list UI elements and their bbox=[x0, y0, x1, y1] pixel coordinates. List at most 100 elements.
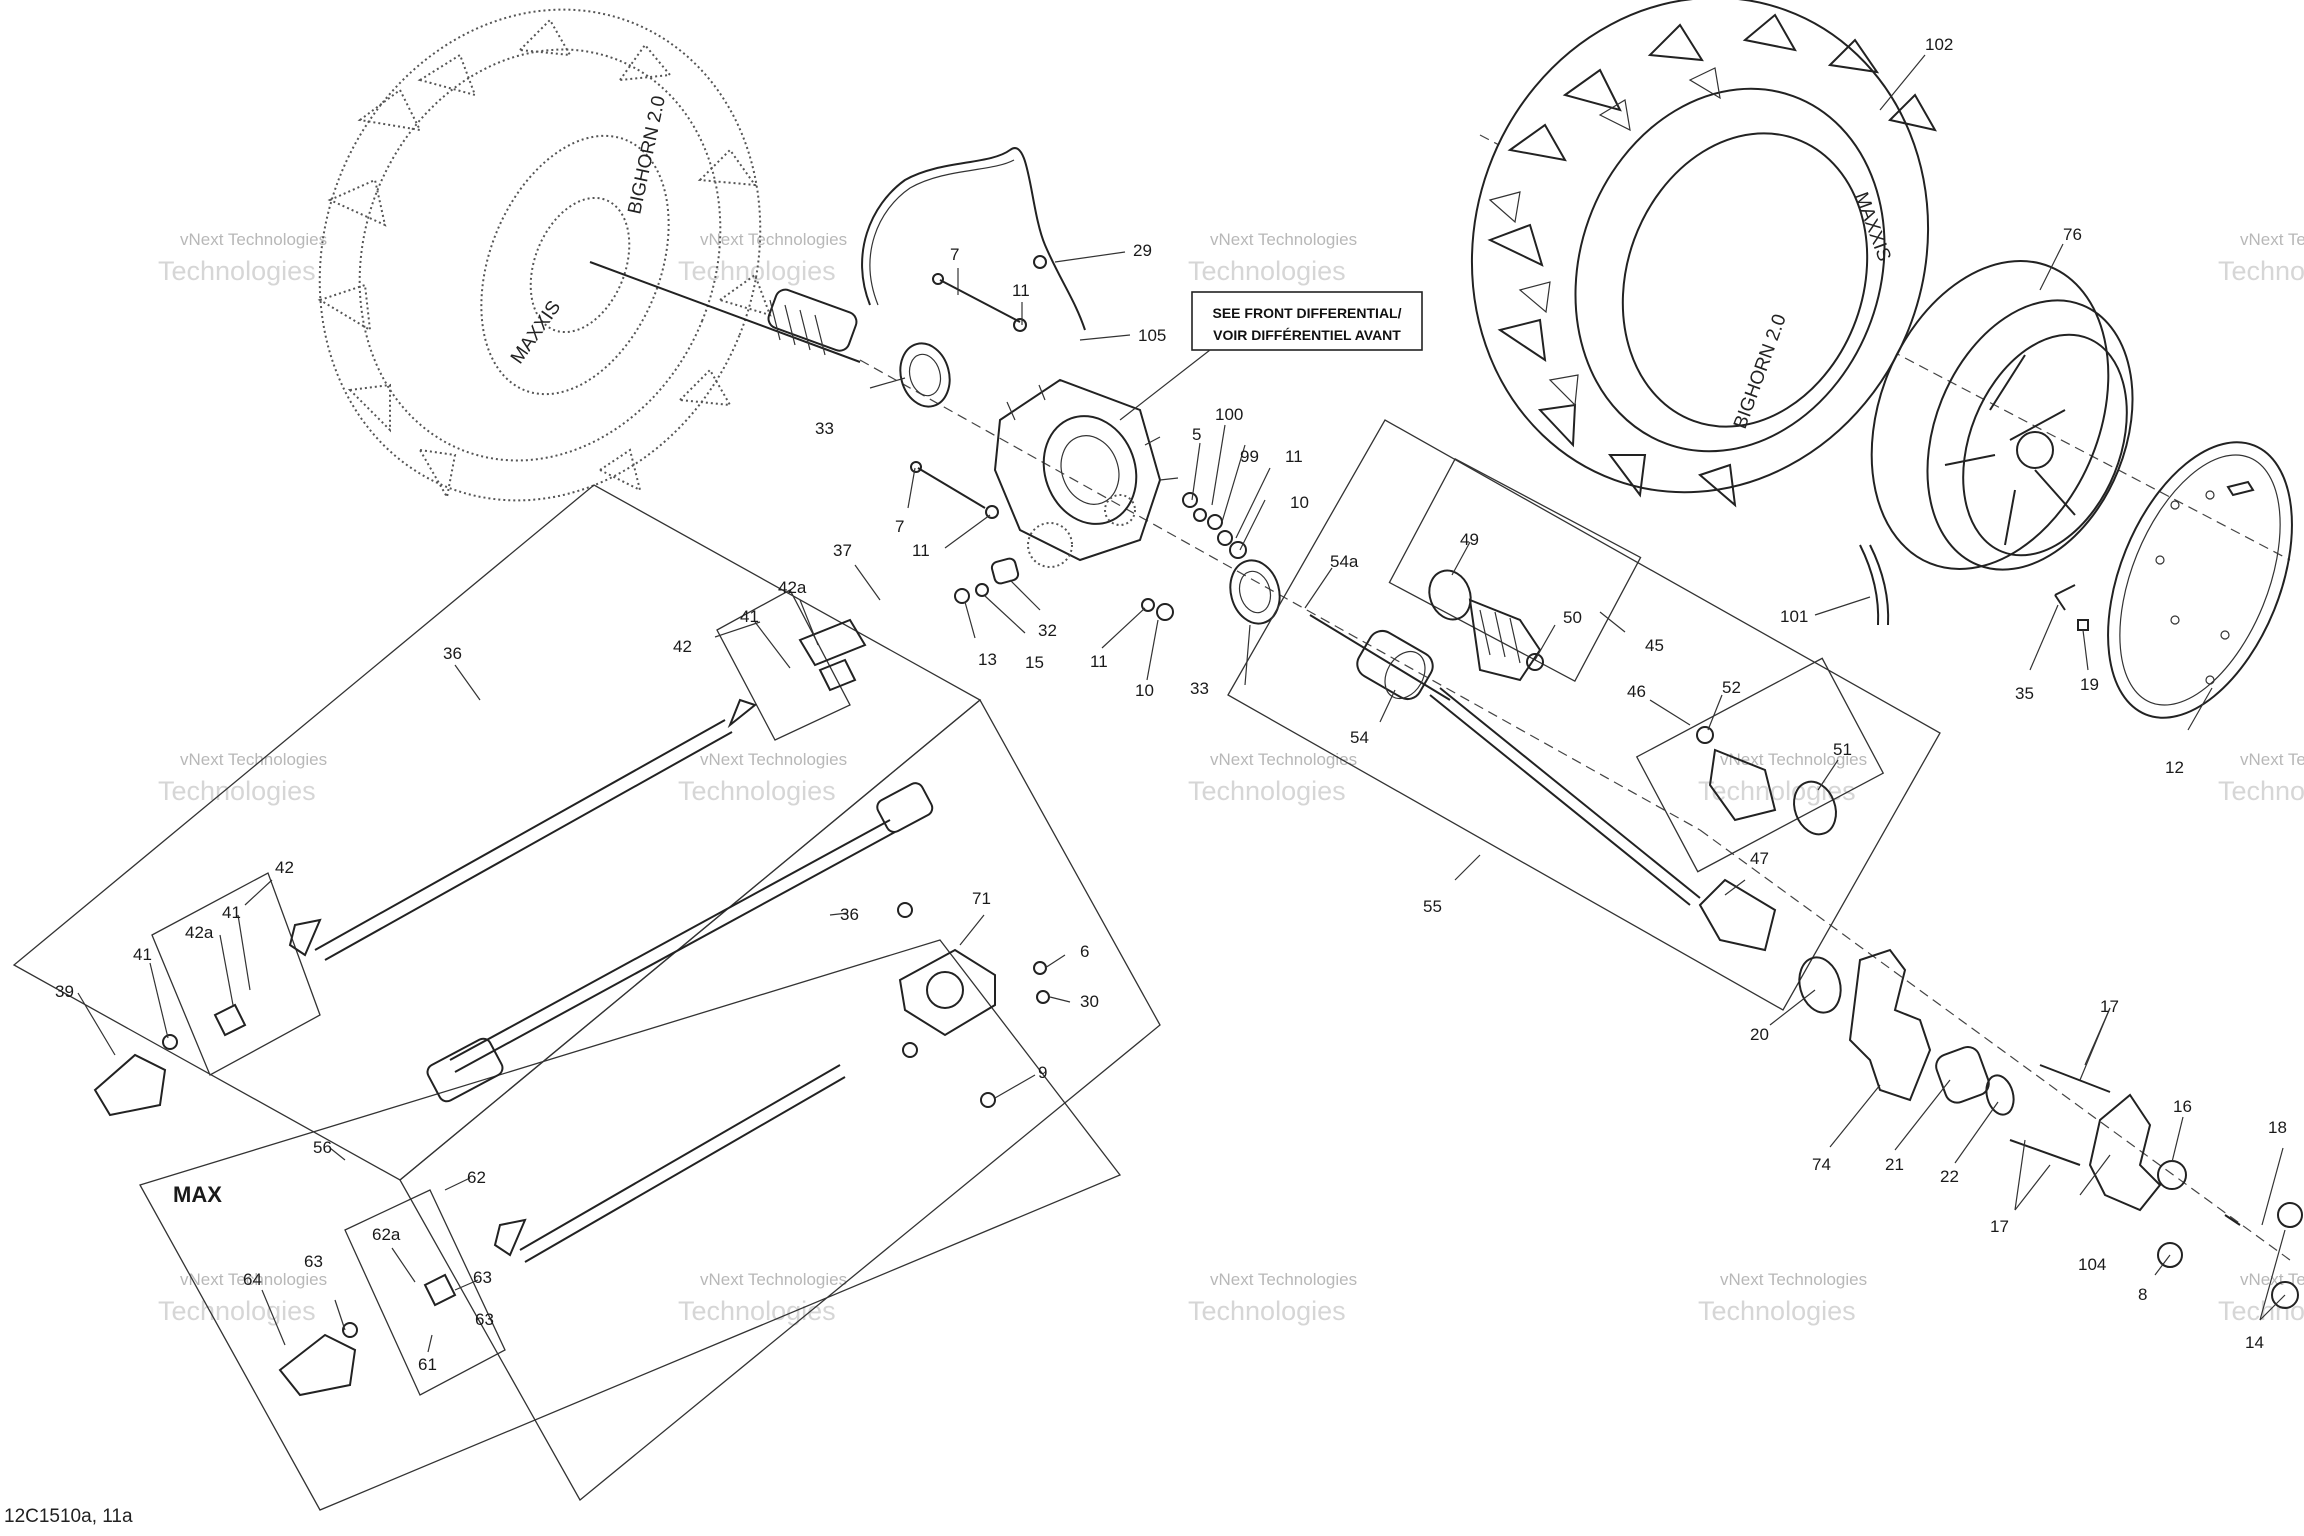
callout-label: 30 bbox=[1080, 992, 1099, 1011]
callout-label: 100 bbox=[1215, 405, 1243, 424]
watermark-group: vNext Technologies Technologies vNext Te… bbox=[158, 230, 2304, 1326]
callout-label: 54a bbox=[1330, 552, 1359, 571]
callout-label: 22 bbox=[1940, 1167, 1959, 1186]
callout-label: 17 bbox=[1990, 1217, 2009, 1236]
callout-label: 56 bbox=[313, 1138, 332, 1157]
callout-label: 42a bbox=[185, 923, 214, 942]
watermark-text: vNext Technologies bbox=[1720, 750, 1867, 769]
watermark-text: vNext Technologies bbox=[700, 1270, 847, 1289]
callout-label: 74 bbox=[1812, 1155, 1831, 1174]
right-tire: BIGHORN 2.0 MAXXIS bbox=[1470, 0, 1937, 508]
hub-axis-line bbox=[1699, 829, 2291, 1261]
watermark-text: Technologies bbox=[1188, 776, 1346, 806]
callout-label: 10 bbox=[1135, 681, 1154, 700]
max-label: MAX bbox=[173, 1182, 222, 1207]
tire-sidewall-text: MAXXIS bbox=[507, 297, 565, 368]
note-line-1: SEE FRONT DIFFERENTIAL/ bbox=[1213, 305, 1402, 321]
rear-differential bbox=[993, 378, 1179, 568]
callout-label: 16 bbox=[2173, 1097, 2192, 1116]
watermark-text: Technologies bbox=[2218, 1296, 2304, 1326]
callout-label: 19 bbox=[2080, 675, 2099, 694]
callout-label: 8 bbox=[2138, 1285, 2147, 1304]
callout-leaders bbox=[77, 54, 2286, 1353]
callout-label: 32 bbox=[1038, 621, 1057, 640]
callout-label: 36 bbox=[443, 644, 462, 663]
callout-label: 21 bbox=[1885, 1155, 1904, 1174]
watermark-text: vNext Technologies bbox=[1720, 1270, 1867, 1289]
callout-label: 99 bbox=[1240, 447, 1259, 466]
callout-label: 33 bbox=[1190, 679, 1209, 698]
callout-label: 20 bbox=[1750, 1025, 1769, 1044]
callout-label: 104 bbox=[2078, 1255, 2106, 1274]
callout-label: 41 bbox=[133, 945, 152, 964]
callout-label: 42 bbox=[673, 637, 692, 656]
callout-label: 63 bbox=[304, 1252, 323, 1271]
watermark-text: Technologies bbox=[1188, 256, 1346, 286]
watermark-text: Technologies bbox=[158, 256, 316, 286]
callout-label: 55 bbox=[1423, 897, 1442, 916]
callout-label: 29 bbox=[1133, 241, 1152, 260]
watermark-text: vNext Technologies bbox=[1210, 230, 1357, 249]
driveshaft-assembly-box bbox=[12, 484, 1161, 1511]
callout-label: 51 bbox=[1833, 740, 1852, 759]
watermark-text: vNext Technologies bbox=[2240, 1270, 2304, 1289]
oil-seal-left bbox=[899, 342, 951, 408]
callout-label: 63 bbox=[475, 1310, 494, 1329]
callout-label: 105 bbox=[1138, 326, 1166, 345]
callout-label: 11 bbox=[912, 541, 930, 560]
callout-label: 42a bbox=[778, 578, 807, 597]
note-line-2: VOIR DIFFÉRENTIEL AVANT bbox=[1213, 327, 1401, 343]
beadlock-ring bbox=[1859, 441, 2293, 719]
callout-label: 63 bbox=[473, 1268, 492, 1287]
watermark-text: Technologies bbox=[678, 1296, 836, 1326]
callout-label: 36 bbox=[840, 905, 859, 924]
callout-label: 45 bbox=[1645, 636, 1664, 655]
callout-label: 101 bbox=[1780, 607, 1808, 626]
callout-label: 49 bbox=[1460, 530, 1479, 549]
callout-label: 62a bbox=[372, 1225, 401, 1244]
callout-label: 15 bbox=[1025, 653, 1044, 672]
watermark-text: Technologies bbox=[1188, 1296, 1346, 1326]
long-bolts bbox=[910, 273, 1027, 519]
callout-label: 7 bbox=[895, 517, 904, 536]
callout-label: 71 bbox=[972, 889, 991, 908]
watermark-text: vNext Technologies bbox=[700, 750, 847, 769]
left-drive-shaft bbox=[589, 261, 861, 363]
tire-sidewall-text: BIGHORN 2.0 bbox=[624, 94, 670, 216]
callout-label: 39 bbox=[55, 982, 74, 1001]
callout-label: 35 bbox=[2015, 684, 2034, 703]
watermark-text: Technologies bbox=[2218, 256, 2304, 286]
callout-label: 18 bbox=[2268, 1118, 2287, 1137]
callout-label: 11 bbox=[1090, 652, 1108, 671]
callout-label: 7 bbox=[950, 245, 959, 264]
callout-label: 11 bbox=[1012, 281, 1030, 300]
callout-label: 17 bbox=[2100, 997, 2119, 1016]
watermark-text: vNext Technologies bbox=[1210, 750, 1357, 769]
watermark-text: vNext Technologies bbox=[700, 230, 847, 249]
watermark-text: vNext Technologies bbox=[1210, 1270, 1357, 1289]
callout-label: 46 bbox=[1627, 682, 1646, 701]
watermark-text: vNext Technologies bbox=[2240, 750, 2304, 769]
right-rim bbox=[1870, 260, 2134, 571]
callout-label: 102 bbox=[1925, 35, 1953, 54]
callout-label: 61 bbox=[418, 1355, 437, 1374]
callout-label: 6 bbox=[1080, 942, 1089, 961]
watermark-text: Technologies bbox=[2218, 776, 2304, 806]
watermark-text: vNext Technologies bbox=[180, 750, 327, 769]
callout-label: 12 bbox=[2165, 758, 2184, 777]
callout-label: 10 bbox=[1290, 493, 1309, 512]
callout-label: 54 bbox=[1350, 728, 1369, 747]
watermark-text: vNext Technologies bbox=[180, 230, 327, 249]
callout-label: 37 bbox=[833, 541, 852, 560]
reference-code: 12C1510a, 11a bbox=[4, 1506, 133, 1527]
watermark-text: Technologies bbox=[158, 1296, 316, 1326]
watermark-text: Technologies bbox=[1698, 1296, 1856, 1326]
callout-label: 52 bbox=[1722, 678, 1741, 697]
watermark-text: vNext Technologies bbox=[180, 1270, 327, 1289]
callout-label: 5 bbox=[1192, 425, 1201, 444]
callout-label: 76 bbox=[2063, 225, 2082, 244]
callout-label: 41 bbox=[740, 607, 759, 626]
knuckle-and-hub bbox=[1798, 948, 2303, 1309]
callout-label: 13 bbox=[978, 650, 997, 669]
